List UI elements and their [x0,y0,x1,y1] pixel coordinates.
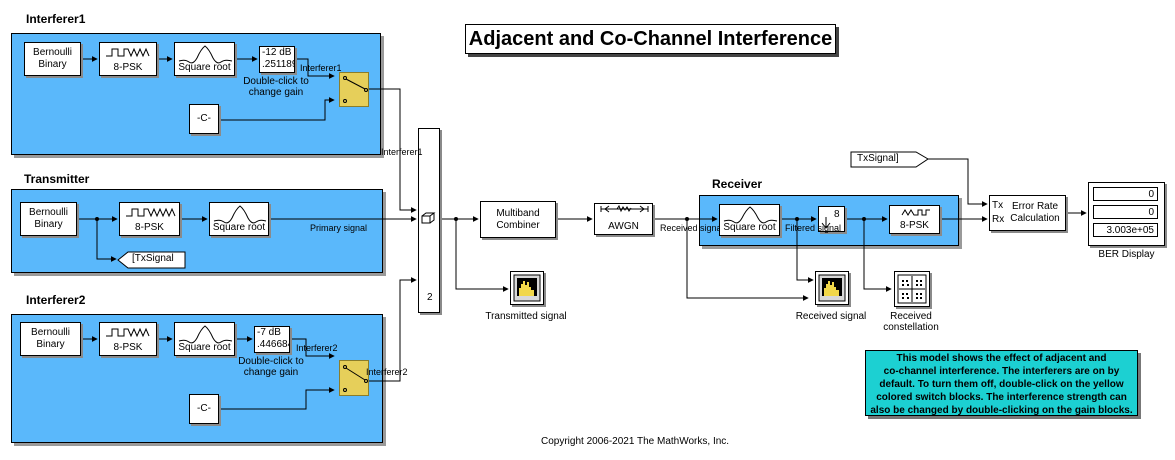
interferer1-switch[interactable] [339,72,369,107]
interferer2-gain-linear: .446684 [257,339,289,350]
downsample-block[interactable]: 8 [818,206,845,232]
switch-toggle-icon [343,365,368,392]
interferer2-gain-block[interactable]: -7 dB .446684 [254,326,290,353]
interferer2-8psk-modulator[interactable]: 8-PSK [99,322,157,356]
interferer1-constant-block[interactable]: -C- [189,104,219,134]
receiver-filter-label: Square root [723,222,776,233]
modulation-waveform-icon [106,47,150,58]
interferer2-out-label: Interferer2 [366,367,408,377]
interferer1-filter-label: Square root [178,62,231,73]
transmitter-bernoulli-source[interactable]: Bernoulli Binary [20,202,77,236]
interferer2-modulator-label: 8-PSK [113,342,143,353]
interferer2-gain-db: -7 dB [257,327,281,338]
interferer2-bernoulli-source[interactable]: Bernoulli Binary [20,322,81,356]
spectrum-scope-icon [818,274,846,302]
ber-bit-count-value: 3.003e+05 [1093,223,1158,237]
receiver-demodulator-label: 8-PSK [900,220,929,231]
error-rate-tx-port: Tx [992,200,1004,211]
interferer1-bernoulli-source[interactable]: Bernoulli Binary [24,42,81,76]
model-title: Adjacent and Co-Channel Interference [465,24,836,54]
interferer1-switch-label: Interferer1 [300,63,342,73]
multiband-combiner-block[interactable]: Multiband Combiner [480,201,556,238]
error-rate-rx-port: Rx [992,214,1005,225]
interferer1-gain-linear: .251189 [262,59,294,70]
modulation-waveform-icon [126,207,176,218]
interferer1-8psk-modulator[interactable]: 8-PSK [99,42,157,76]
concatenate-mux-block[interactable]: 2 [418,128,440,313]
interferer2-constant-block[interactable]: -C- [189,394,219,424]
receiver-8psk-demodulator[interactable]: 8-PSK [889,205,940,234]
receiver-rrc-filter[interactable]: Square root [719,204,780,236]
received-spectrum-scope[interactable] [815,271,849,305]
received-constellation-label: Received constellation [883,311,939,333]
interferer1-modulator-label: 8-PSK [113,62,143,73]
mux-port-count: 2 [427,292,433,303]
switch-toggle-icon [343,76,368,103]
transmitter-rrc-filter[interactable]: Square root [209,202,269,236]
downsample-factor: 8 [834,209,840,220]
sinc-pulse-icon [723,206,778,224]
awgn-channel-block[interactable]: AWGN [594,203,653,235]
interferer1-title: Interferer1 [26,12,86,26]
sinc-pulse-icon [178,325,233,344]
txsignal-from-block[interactable] [850,151,930,168]
interferer1-out-label: Interferer1 [381,147,423,157]
txsignal-from-label: TxSignal] [857,153,899,164]
spectrum-scope-icon [513,274,541,302]
ber-error-rate-value: 0 [1093,187,1158,201]
concatenate-icon [421,212,436,224]
transmitter-filter-label: Square root [212,222,266,233]
error-rate-calculation-block[interactable]: Tx Rx Error Rate Calculation [989,195,1066,231]
ber-display-label: BER Display [1098,249,1155,260]
modulation-waveform-icon [106,327,150,338]
error-rate-label: Error Rate Calculation [1010,201,1060,224]
model-description-note: This model shows the effect of adjacent … [865,350,1138,416]
interferer2-gain-hint: Double-click to change gain [238,356,304,378]
transmitter-modulator-label: 8-PSK [135,222,164,233]
interferer1-rrc-filter[interactable]: Square root [174,42,235,76]
interferer2-switch-label: Interferer2 [296,343,338,353]
ber-display-block[interactable]: 0 0 3.003e+05 [1088,182,1165,246]
interferer2-switch[interactable] [339,360,369,396]
down-arrow-icon [821,217,831,229]
txsignal-goto-label: [TxSignal [132,253,174,264]
transmitter-8psk-modulator[interactable]: 8-PSK [119,202,180,236]
awgn-arrow-icon [600,204,649,213]
received-signal-label: Received signal [795,311,867,322]
transmitted-signal-label: Transmitted signal [485,311,567,322]
filtered-signal-label: Filtered signal [785,223,842,233]
interferer2-rrc-filter[interactable]: Square root [174,322,235,356]
receiver-title: Receiver [712,177,763,191]
ber-error-count-value: 0 [1093,205,1158,219]
interferer1-gain-db: -12 dB [262,47,292,58]
copyright-text: Copyright 2006-2021 The MathWorks, Inc. [541,436,730,447]
txsignal-goto-block[interactable] [117,251,187,269]
constellation-icon [897,274,927,304]
interferer1-gain-hint: Double-click to change gain [243,76,309,98]
transmitted-spectrum-scope[interactable] [510,271,544,305]
transmitter-title: Transmitter [24,172,90,186]
sinc-pulse-icon [213,205,267,224]
constellation-diagram-scope[interactable] [894,271,930,307]
primary-signal-label: Primary signal [310,223,368,233]
interferer1-gain-block[interactable]: -12 dB .251189 [259,46,295,73]
interferer2-filter-label: Square root [178,342,231,353]
modulation-waveform-icon [901,209,930,216]
sinc-pulse-icon [178,45,233,64]
received-signal-line-label: Received signal [660,223,724,233]
interferer2-title: Interferer2 [26,293,86,307]
awgn-label: AWGN [608,221,639,232]
